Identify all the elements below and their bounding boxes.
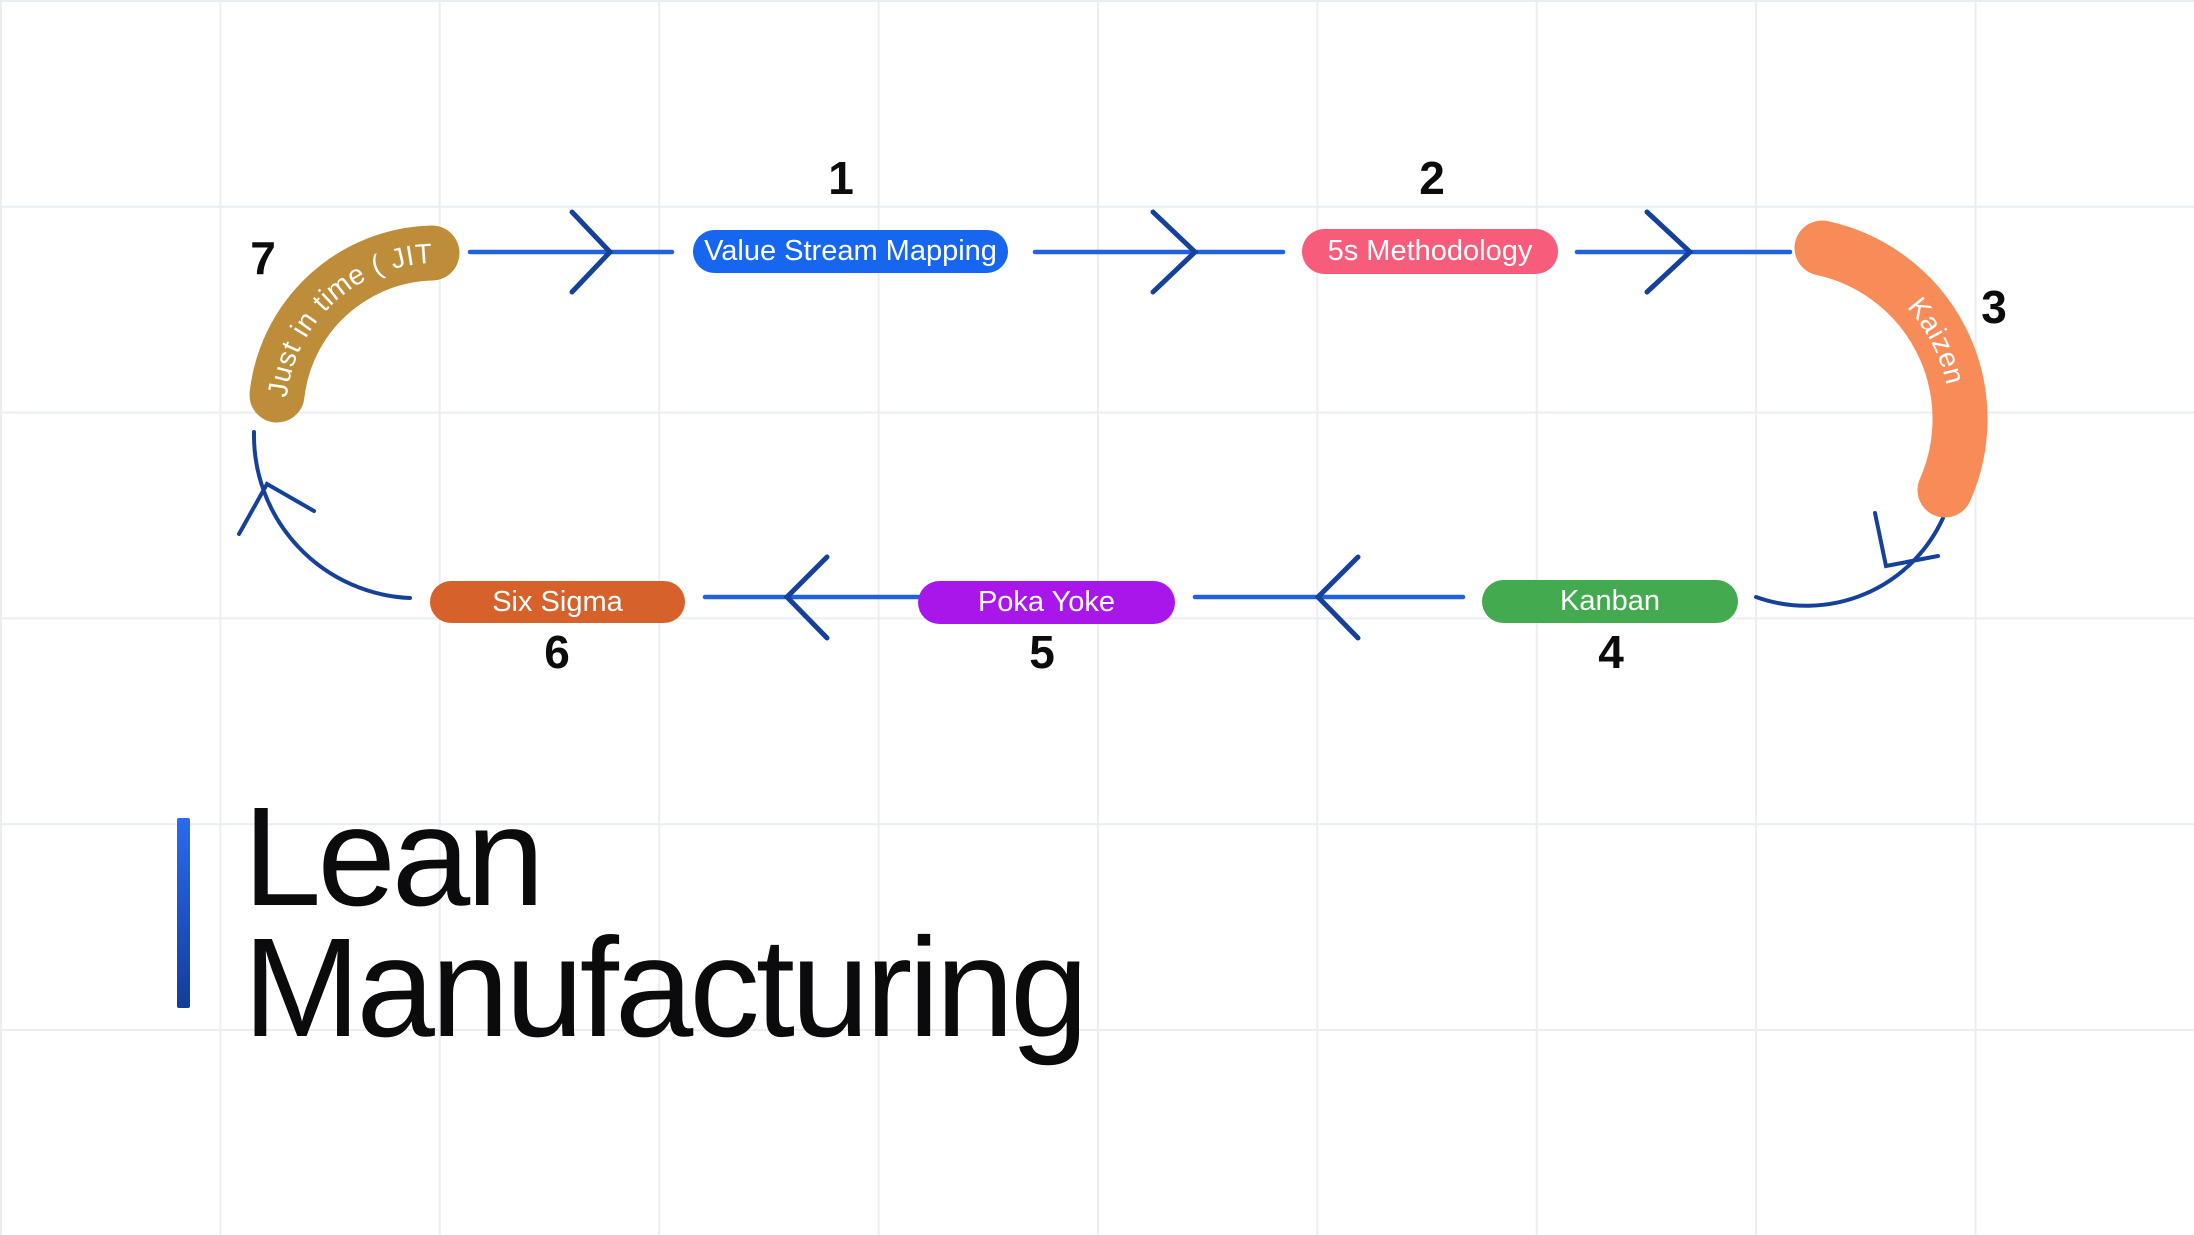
step-number-4: 4 (1598, 626, 1624, 678)
step-pill-value-stream-mapping: Value Stream Mapping (693, 230, 1008, 273)
page-title-line-2: Manufacturing (243, 908, 1089, 1067)
step-pill-kanban: Kanban (1482, 580, 1738, 623)
arrowhead-curve-icon (1873, 511, 1940, 569)
arrowhead-left-icon (1314, 554, 1361, 641)
step-label: 5s Methodology (1327, 235, 1533, 267)
connector-curve-kaizen-to-kanban (1754, 516, 1945, 608)
step-arc-kaizen (1794, 220, 1988, 518)
arrowhead-left-icon (783, 554, 830, 641)
title-accent-bar (177, 818, 190, 1008)
step-label: Poka Yoke (977, 586, 1116, 618)
step-number-1: 1 (828, 152, 854, 204)
step-label: Value Stream Mapping (704, 235, 997, 267)
step-label: Kanban (1560, 585, 1660, 617)
arrowhead-right-icon (569, 209, 614, 295)
step-arc-just-in-time (249, 225, 460, 423)
arrowhead-curve-icon (237, 481, 316, 536)
step-pill-5s-methodology: 5s Methodology (1302, 229, 1558, 274)
step-number-7: 7 (250, 232, 276, 284)
connector-curve-sixsigma-to-jit (251, 430, 412, 600)
page-title: Lean Manufacturing (243, 777, 1089, 1067)
step-number-5: 5 (1029, 626, 1055, 678)
step-number-3: 3 (1981, 281, 2007, 333)
step-label: Six Sigma (492, 585, 623, 618)
arrowhead-right-icon (1644, 209, 1694, 295)
arrowhead-right-icon (1150, 209, 1199, 295)
step-number-6: 6 (544, 626, 570, 678)
step-number-2: 2 (1419, 152, 1445, 204)
step-pill-poka-yoke: Poka Yoke (918, 581, 1175, 624)
step-pill-six-sigma: Six Sigma (430, 581, 685, 623)
page-title-line-1: Lean (243, 777, 545, 935)
